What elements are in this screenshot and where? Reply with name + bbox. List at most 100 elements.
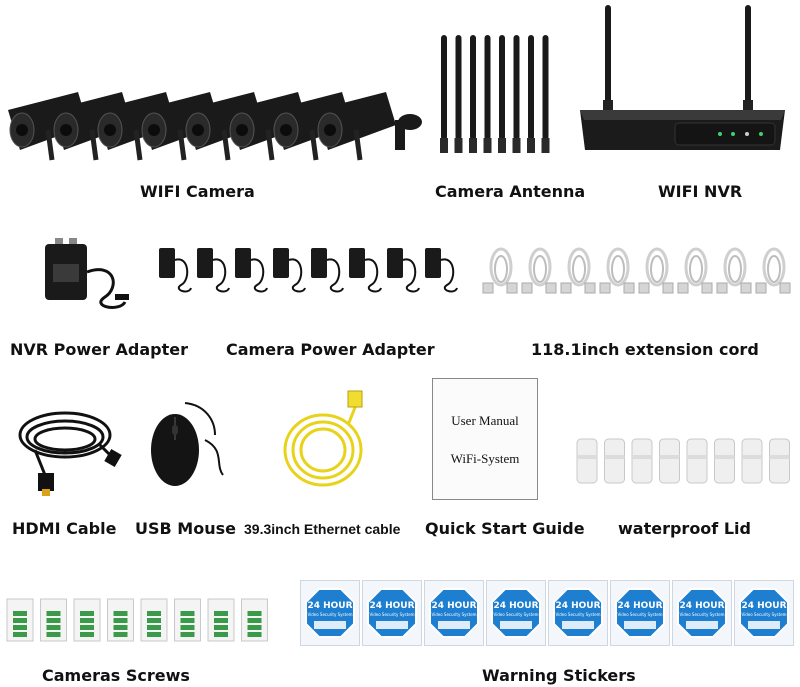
screw-pack-unit [207,598,235,642]
sticker-subtitle: Video Security System [431,612,477,617]
wifi-camera-label: WIFI Camera [140,182,255,201]
extension-cord-unit [482,247,518,294]
sticker-badge-icon [615,588,665,638]
camera-adapter-unit [159,248,192,293]
antenna-unit [440,35,448,153]
extension-cord-unit [677,247,713,294]
antenna-unit [469,35,477,153]
camera-adapter-unit [235,248,268,293]
sticker-subtitle: Video Security System [493,612,539,617]
camera-antenna-group [435,30,555,160]
wifi-nvr-image [580,5,785,150]
camera-adapter-unit [349,248,382,293]
antenna-unit [498,35,506,153]
ethernet-cable-group [278,385,378,495]
sticker-subtitle: Video Security System [679,612,725,617]
camera-power-adapter-image [159,248,458,293]
ethernet-cable-label: 39.3inch Ethernet cable [244,521,401,537]
sticker-title: 24 HOUR [307,601,353,611]
quick-start-guide-image: User Manual WiFi-System [432,378,538,500]
waterproof-lid-group [575,435,795,490]
extension-cord-image [482,247,791,294]
guide-line-2: WiFi-System [450,451,520,466]
extension-cord-unit [755,247,791,294]
wifi-nvr-label: WIFI NVR [658,182,743,201]
nvr-power-adapter-group [35,232,135,322]
extension-cord-label: 118.1inch extension cord [531,340,759,359]
sticker-subtitle: Video Security System [617,612,663,617]
wifi-nvr-group [575,0,790,160]
sticker-badge-icon [739,588,789,638]
warning-stickers-label: Warning Stickers [482,666,636,685]
screw-pack-unit [73,598,101,642]
waterproof-lid-unit [741,438,763,484]
antenna-unit [454,35,463,153]
screw-pack-unit [140,598,168,642]
waterproof-lid-image [576,438,790,484]
camera-adapter-unit [311,248,344,293]
sticker-title: 24 HOUR [679,601,725,611]
camera-adapter-unit [425,248,458,293]
wifi-camera-group [0,80,430,175]
hdmi-cable-label: HDMI Cable [12,519,117,538]
sticker-subtitle: Video Security System [369,612,415,617]
sticker-title: 24 HOUR [741,601,787,611]
antenna-unit [527,35,535,153]
sticker-badge-icon [677,588,727,638]
screw-pack-unit [40,598,67,642]
camera-mount [395,114,422,150]
sticker-subtitle: Video Security System [307,612,353,617]
nvr-power-adapter-label: NVR Power Adapter [10,340,188,359]
camera-adapter-unit [197,248,230,293]
usb-mouse-label: USB Mouse [135,519,236,538]
waterproof-lid-unit [714,438,735,484]
antenna-unit [483,35,492,153]
screw-pack-unit [174,598,201,642]
camera-antenna-image [440,35,550,153]
waterproof-lid-unit [686,438,708,484]
waterproof-lid-unit [659,438,680,484]
sticker-title: 24 HOUR [617,601,663,611]
sticker-title: 24 HOUR [555,601,601,611]
camera-adapter-unit [387,248,420,293]
sticker-subtitle: Video Security System [555,612,601,617]
ethernet-cable-image [283,390,363,487]
sticker-title: 24 HOUR [431,601,477,611]
camera-antenna-label: Camera Antenna [435,182,586,201]
screw-pack-unit [6,598,34,642]
camera-power-adapter-group [155,240,465,300]
sticker-badge-icon [553,588,603,638]
extension-cord-unit [560,247,596,294]
screw-pack-unit [241,598,268,642]
sticker-subtitle: Video Security System [741,612,787,617]
extension-cord-unit [521,247,557,294]
sticker-badge-icon [429,588,479,638]
waterproof-lid-label: waterproof Lid [618,519,751,538]
sticker-badge-icon [491,588,541,638]
sticker-title: 24 HOUR [369,601,415,611]
sticker-badge-icon [367,588,417,638]
antenna-unit [512,35,521,153]
camera-adapter-unit [273,248,306,293]
waterproof-lid-unit [769,438,790,484]
extension-cord-group [478,245,798,300]
guide-line-1: User Manual [451,413,519,428]
hdmi-cable-group [10,395,125,500]
sticker-badge-icon [305,588,355,638]
nvr-power-adapter-image [45,238,129,309]
extension-cord-unit [638,247,674,294]
waterproof-lid-unit [631,438,653,484]
waterproof-lid-unit [576,438,598,484]
screw-pack-unit [107,598,134,642]
quick-start-guide-label: Quick Start Guide [425,519,585,538]
cameras-screws-group [5,595,275,645]
cameras-screws-image [6,598,268,642]
